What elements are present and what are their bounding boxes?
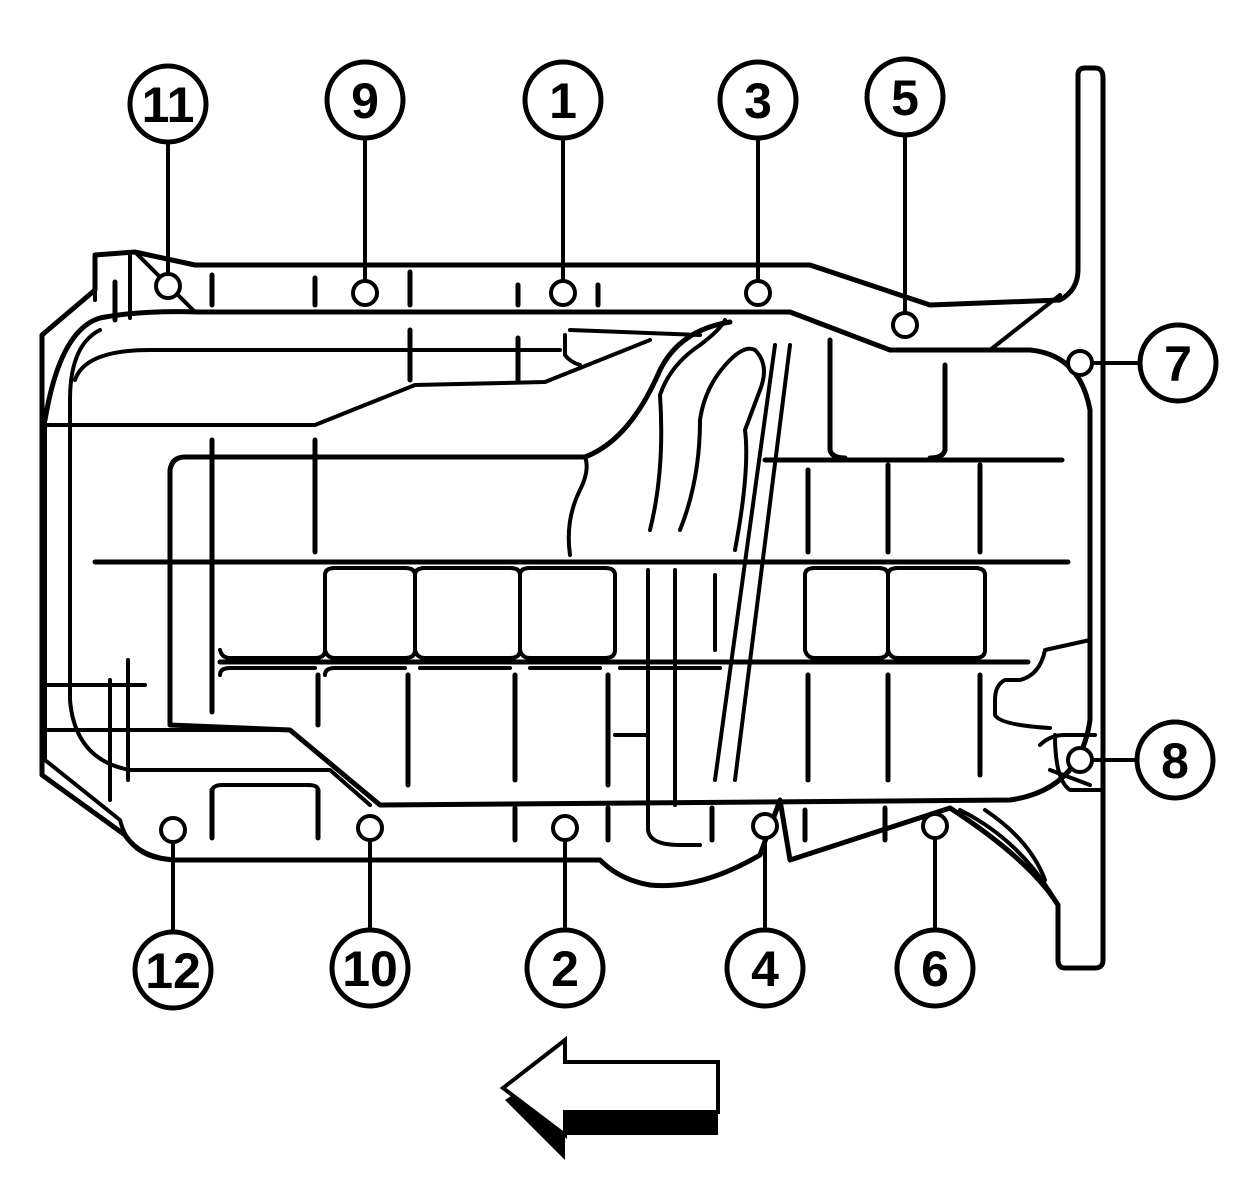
callout-label-7: 7 <box>1164 336 1192 392</box>
rib-grid <box>92 269 1071 843</box>
callout-label-2: 2 <box>551 941 579 997</box>
callout-label-11: 11 <box>142 77 195 133</box>
callout-10: 10 <box>329 927 411 1009</box>
callout-5: 5 <box>864 56 946 138</box>
bolt-hole-6 <box>921 812 949 840</box>
bolt-hole-9 <box>351 279 379 307</box>
bolt-hole-10 <box>356 814 384 842</box>
callout-12: 12 <box>132 929 214 1011</box>
bolt-hole-8 <box>1066 746 1094 774</box>
bolt-hole-5 <box>891 311 919 339</box>
leader-lines <box>166 135 1140 932</box>
callout-2: 2 <box>524 927 606 1009</box>
callout-3: 3 <box>717 59 799 141</box>
callout-label-8: 8 <box>1161 733 1189 789</box>
bolt-holes <box>154 272 1102 844</box>
bolt-hole-12 <box>159 816 187 844</box>
callout-label-3: 3 <box>744 73 772 129</box>
callout-label-1: 1 <box>549 73 577 129</box>
bolt-hole-7 <box>1066 349 1094 377</box>
callout-label-4: 4 <box>751 941 779 997</box>
bolt-hole-4 <box>751 812 779 840</box>
callout-1: 1 <box>522 59 604 141</box>
callout-7: 7 <box>1137 322 1219 404</box>
callout-9: 9 <box>324 59 406 141</box>
front-direction-arrow-icon <box>499 1035 720 1160</box>
callout-11: 11 <box>127 63 209 145</box>
bolt-hole-2 <box>551 814 579 842</box>
bolt-hole-11 <box>154 272 182 300</box>
bolt-hole-3 <box>744 279 772 307</box>
oil-pan-outline <box>39 65 1106 971</box>
callout-label-6: 6 <box>921 941 949 997</box>
callout-label-5: 5 <box>891 70 919 126</box>
callout-label-9: 9 <box>351 73 379 129</box>
callout-6: 6 <box>894 927 976 1009</box>
callout-8: 8 <box>1134 719 1216 801</box>
callout-label-12: 12 <box>145 943 201 999</box>
callout-4: 4 <box>724 927 806 1009</box>
bolt-hole-1 <box>549 279 577 307</box>
callout-label-10: 10 <box>342 941 398 997</box>
